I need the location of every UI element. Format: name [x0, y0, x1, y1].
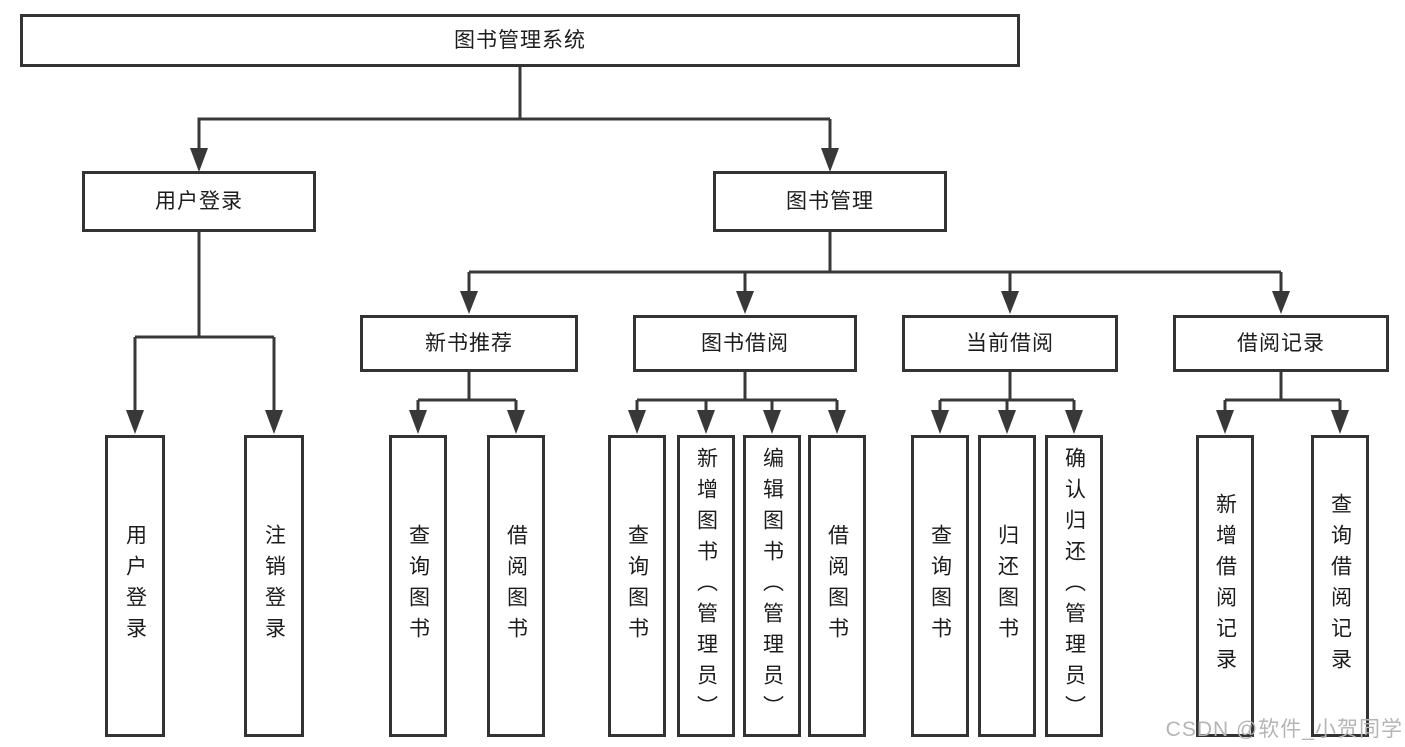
watermark-text: CSDN @软件_小贺同学: [1165, 718, 1403, 741]
node-leaf-borrow-books-2-label: 借阅图书: [825, 524, 849, 648]
node-leaf-query-books-2-label: 查询图书: [625, 524, 649, 648]
node-book-management: 图书管理: [713, 171, 947, 232]
node-leaf-edit-books-admin-label: 编辑图书（管理员）: [760, 446, 784, 726]
node-new-book-recommend: 新书推荐: [360, 315, 578, 372]
node-leaf-add-borrow-record: 新增借阅记录: [1196, 435, 1254, 737]
node-leaf-edit-books-admin: 编辑图书（管理员）: [743, 435, 801, 737]
node-leaf-logout-label: 注销登录: [262, 524, 286, 648]
node-borrowing-records-label: 借阅记录: [1237, 332, 1325, 355]
node-leaf-user-login: 用户登录: [105, 435, 165, 737]
node-current-borrowing-label: 当前借阅: [966, 332, 1054, 355]
node-leaf-add-borrow-record-label: 新增借阅记录: [1213, 493, 1237, 679]
node-leaf-add-books-admin-label: 新增图书（管理员）: [694, 446, 718, 726]
node-book-borrowing-label: 图书借阅: [701, 332, 789, 355]
node-leaf-add-books-admin: 新增图书（管理员）: [677, 435, 735, 737]
node-current-borrowing: 当前借阅: [902, 315, 1118, 372]
node-leaf-query-borrow-record-label: 查询借阅记录: [1328, 493, 1352, 679]
node-user-login: 用户登录: [82, 171, 316, 232]
node-leaf-confirm-return-admin-label: 确认归还（管理员）: [1062, 446, 1086, 726]
node-leaf-user-login-label: 用户登录: [123, 524, 147, 648]
node-leaf-borrow-books-1: 借阅图书: [487, 435, 545, 737]
node-leaf-query-books-1: 查询图书: [389, 435, 447, 737]
node-leaf-query-books-1-label: 查询图书: [406, 524, 430, 648]
node-book-borrowing: 图书借阅: [633, 315, 857, 372]
node-book-management-label: 图书管理: [786, 190, 874, 213]
node-root: 图书管理系统: [20, 14, 1020, 67]
node-user-login-label: 用户登录: [155, 190, 243, 213]
node-leaf-query-borrow-record: 查询借阅记录: [1311, 435, 1369, 737]
node-leaf-query-books-3: 查询图书: [911, 435, 969, 737]
node-leaf-confirm-return-admin: 确认归还（管理员）: [1045, 435, 1103, 737]
node-leaf-query-books-2: 查询图书: [608, 435, 666, 737]
node-borrowing-records: 借阅记录: [1173, 315, 1389, 372]
node-leaf-return-books: 归还图书: [978, 435, 1036, 737]
node-leaf-return-books-label: 归还图书: [995, 524, 1019, 648]
node-root-label: 图书管理系统: [454, 29, 586, 52]
node-leaf-query-books-3-label: 查询图书: [928, 524, 952, 648]
node-new-book-recommend-label: 新书推荐: [425, 332, 513, 355]
node-leaf-logout: 注销登录: [244, 435, 304, 737]
node-leaf-borrow-books-1-label: 借阅图书: [504, 524, 528, 648]
node-leaf-borrow-books-2: 借阅图书: [808, 435, 866, 737]
